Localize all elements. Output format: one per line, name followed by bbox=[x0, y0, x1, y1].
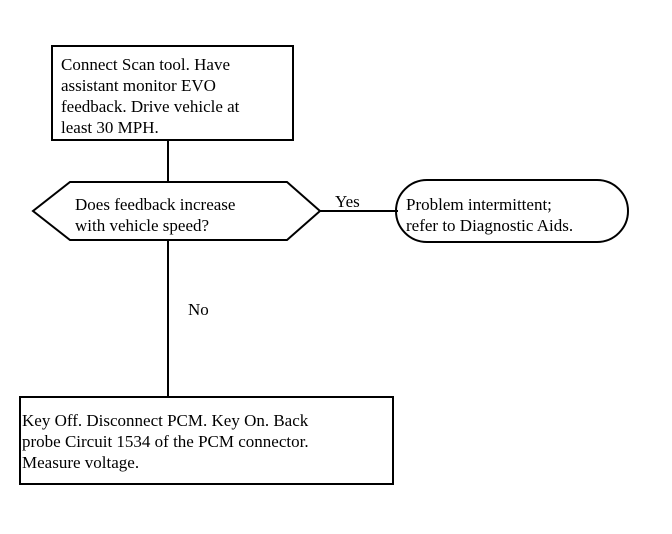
yes-result-terminal bbox=[395, 179, 629, 243]
no-result-box bbox=[19, 396, 394, 485]
decision-line: with vehicle speed? bbox=[75, 216, 210, 235]
decision-hexagon bbox=[31, 181, 322, 241]
start-box bbox=[51, 45, 294, 141]
no-result-line: Key Off. Disconnect PCM. Key On. Back bbox=[22, 411, 309, 430]
no-result-line: probe Circuit 1534 of the PCM connector. bbox=[22, 432, 309, 451]
no-result-line: Measure voltage. bbox=[22, 453, 140, 472]
yes-result-line: Problem intermittent; bbox=[406, 195, 552, 214]
start-box-line: assistant monitor EVO bbox=[61, 76, 216, 95]
start-box-line: least 30 MPH. bbox=[61, 118, 159, 137]
yes-result-text: Problem intermittent; refer to Diagnosti… bbox=[406, 194, 573, 236]
start-box-line: feedback. Drive vehicle at bbox=[61, 97, 240, 116]
yes-label: Yes bbox=[335, 192, 360, 211]
start-box-text: Connect Scan tool. Have assistant monito… bbox=[61, 54, 239, 138]
decision-line: Does feedback increase bbox=[75, 195, 236, 214]
start-box-line: Connect Scan tool. Have bbox=[61, 55, 231, 74]
decision-text: Does feedback increase with vehicle spee… bbox=[75, 194, 235, 236]
yes-result-line: refer to Diagnostic Aids. bbox=[406, 216, 574, 235]
no-result-text: Key Off. Disconnect PCM. Key On. Back pr… bbox=[22, 410, 309, 473]
no-label: No bbox=[188, 300, 209, 319]
